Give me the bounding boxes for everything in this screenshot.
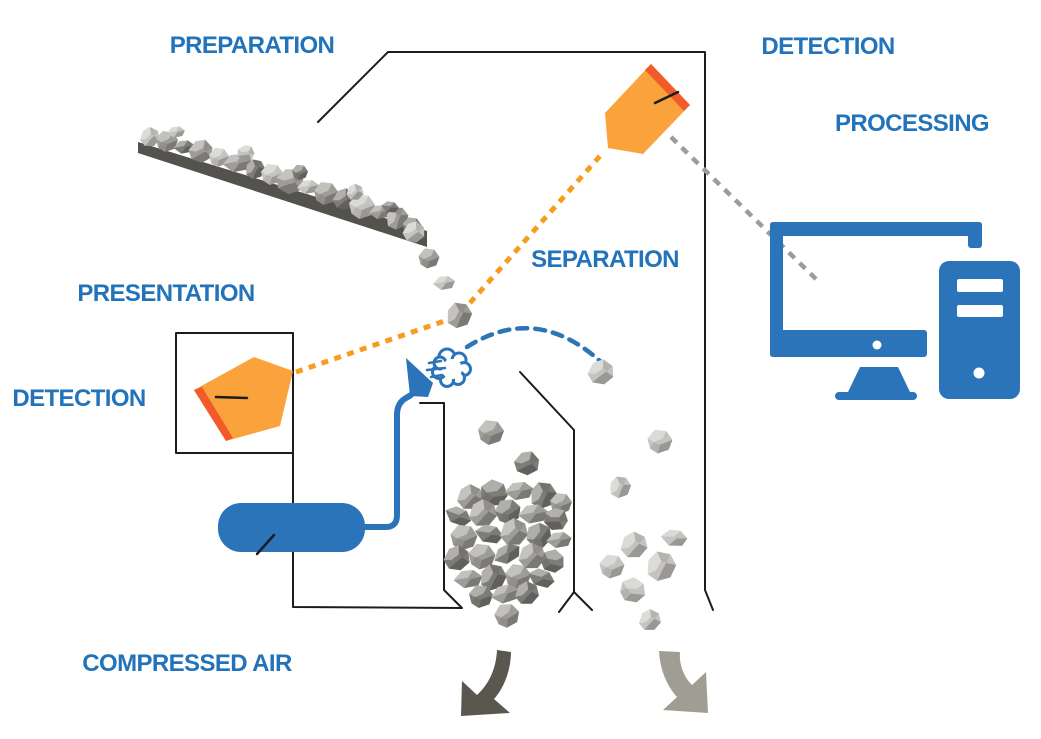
- air-puff-cloud-icon: [425, 347, 472, 388]
- monitor-stand-base: [835, 392, 917, 400]
- label-separation: SEPARATION: [531, 246, 679, 273]
- splitter-wall-outline: [519, 371, 593, 613]
- scanner-top-icon: [605, 64, 690, 154]
- stage-labels: PREPARATION DETECTION PROCESSING SEPARAT…: [12, 32, 989, 677]
- compressed-air-system: [218, 347, 472, 556]
- computer-tower-icon: [939, 261, 1020, 399]
- air-tank-icon: [218, 503, 365, 552]
- label-presentation: PRESENTATION: [77, 280, 254, 307]
- air-tank-accent-line: [255, 533, 276, 556]
- scanner-left-stripe: [194, 387, 233, 441]
- tower-slot-2: [957, 305, 1003, 317]
- conveyor-belt: [138, 142, 427, 247]
- desktop-computer-icon: [770, 222, 1020, 400]
- monitor-stand: [848, 367, 910, 392]
- detection-beam-left: [295, 313, 460, 375]
- accept-stream-arrow-icon: [461, 650, 511, 716]
- scanner-left-icon: [194, 357, 293, 441]
- tower-button: [973, 367, 985, 379]
- detection-beam-top: [459, 154, 602, 315]
- label-processing: PROCESSING: [835, 110, 989, 137]
- air-jet-nozzle-icon: [406, 358, 433, 397]
- air-hose: [360, 392, 414, 530]
- label-preparation: PREPARATION: [170, 32, 335, 59]
- falling-feed-rocks: [401, 218, 475, 331]
- feed-chute-outline: [317, 51, 714, 611]
- monitor-camera-dot: [872, 340, 882, 350]
- monitor-icon: [770, 222, 982, 400]
- scanner-top-accent-line: [653, 90, 680, 105]
- machine-outline: [175, 51, 714, 613]
- scanner-left-accent-line: [214, 395, 249, 400]
- label-compressed-air: COMPRESSED AIR: [82, 650, 292, 677]
- scanner-top-stripe: [645, 64, 690, 111]
- data-link-line: [669, 135, 820, 283]
- accept-pile-rocks: [441, 477, 573, 608]
- tower-slot-1: [957, 279, 1003, 292]
- feed-conveyor: [138, 126, 427, 247]
- ejection-trajectory-arc: [464, 326, 604, 365]
- reject-stream-rocks: [586, 356, 689, 630]
- label-detection-left: DETECTION: [12, 385, 145, 412]
- reject-stream-arrow-icon: [659, 651, 708, 713]
- label-detection-top: DETECTION: [761, 33, 894, 60]
- presentation-box-outline: [175, 332, 463, 609]
